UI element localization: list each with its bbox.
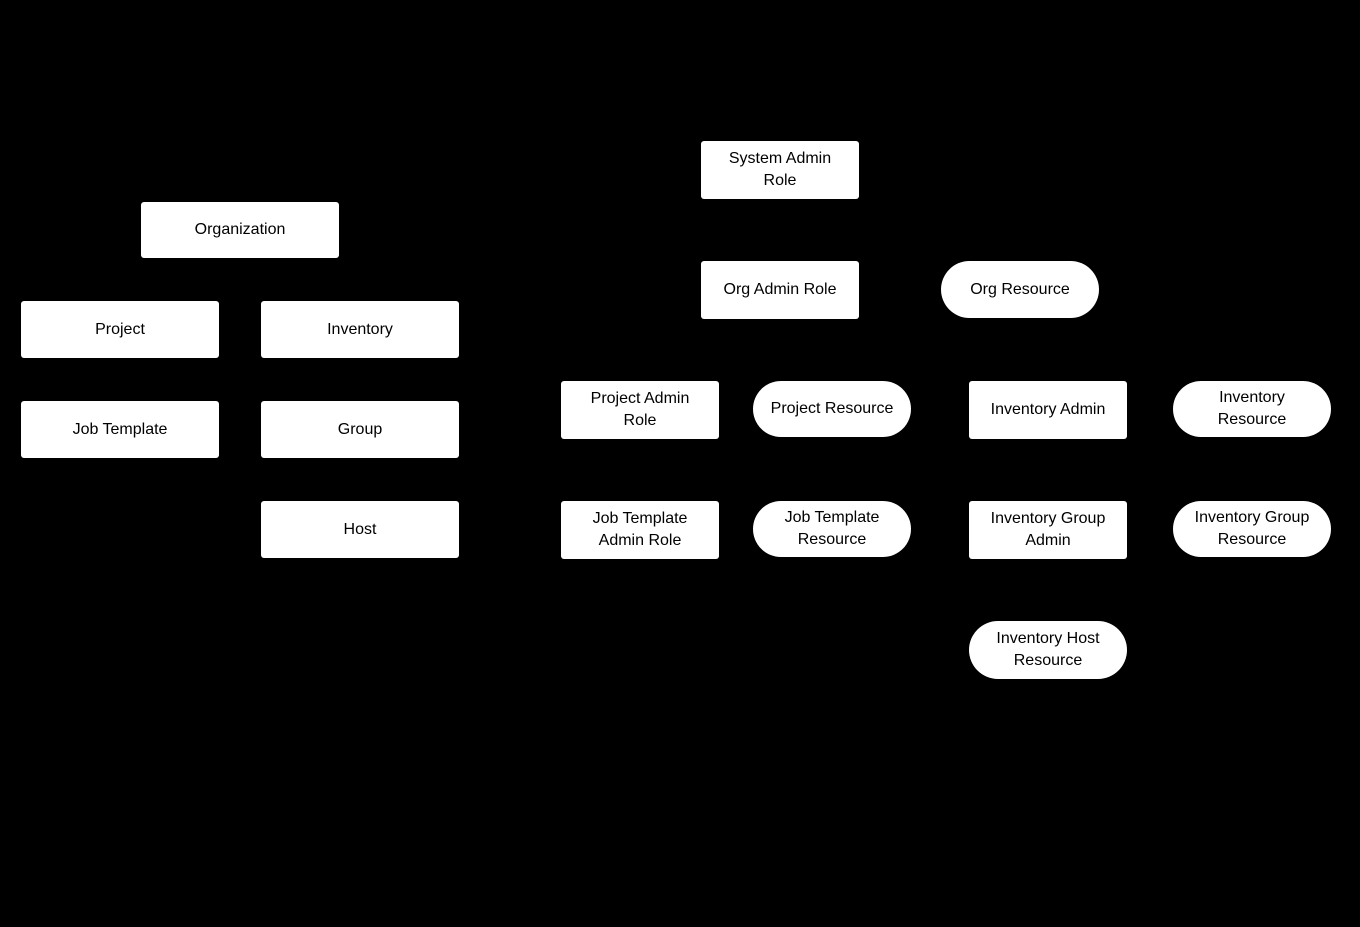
node-org-resource: Org Resource (941, 261, 1099, 318)
node-inventory-host-resource: Inventory Host Resource (969, 621, 1127, 679)
node-inventory-admin: Inventory Admin (969, 381, 1127, 439)
node-system-admin-role: System Admin Role (701, 141, 859, 199)
node-inventory-resource: Inventory Resource (1173, 381, 1331, 437)
node-project-admin-role: Project Admin Role (561, 381, 719, 439)
node-job-template-resource: Job Template Resource (753, 501, 911, 557)
node-project-resource: Project Resource (753, 381, 911, 437)
node-host: Host (261, 501, 459, 558)
node-inventory: Inventory (261, 301, 459, 358)
node-job-template: Job Template (21, 401, 219, 458)
node-job-template-admin-role: Job Template Admin Role (561, 501, 719, 559)
node-organization: Organization (141, 202, 339, 258)
node-group: Group (261, 401, 459, 458)
node-org-admin-role: Org Admin Role (701, 261, 859, 319)
node-inventory-group-resource: Inventory Group Resource (1173, 501, 1331, 557)
node-inventory-group-admin: Inventory Group Admin (969, 501, 1127, 559)
node-project: Project (21, 301, 219, 358)
